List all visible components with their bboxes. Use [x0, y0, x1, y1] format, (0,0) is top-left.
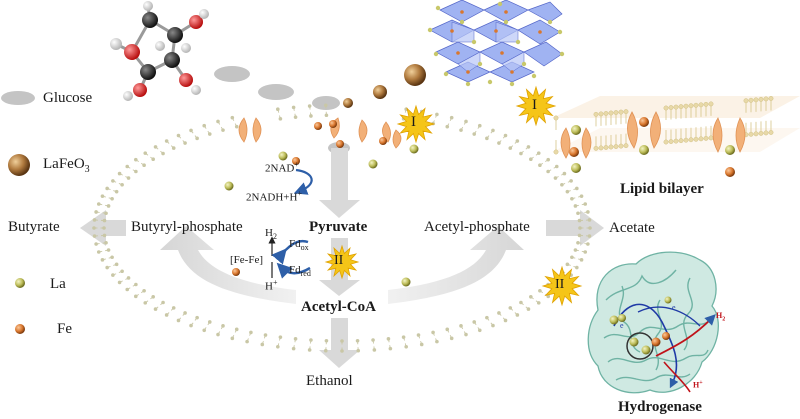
lafeo3-crystal-lattice [427, 0, 565, 87]
hydrogenase-enzyme-structure [587, 251, 719, 394]
legend-fe-label: Fe [57, 321, 72, 337]
starburst-marker-1-inset [515, 85, 557, 127]
la-legend-icon [15, 278, 25, 288]
hydrogenase-e-label-2: e [672, 303, 676, 312]
hydrogenase-title: Hydrogenase [618, 399, 702, 415]
glucose-molecule-icon [110, 1, 209, 101]
hydrogenase-h2-label: H2 [716, 311, 726, 323]
cell-membrane [92, 103, 592, 353]
marker-1-cell-label: I [411, 114, 416, 130]
pyruvate-label: Pyruvate [309, 219, 368, 235]
acetate-label: Acetate [609, 220, 655, 236]
legend-lafeo3-label: LaFeO3 [43, 156, 90, 175]
fe-fe-label: [Fe-Fe] [230, 254, 263, 266]
starburst-marker-2-cell [324, 244, 360, 280]
acetyl-phosphate-label: Acetyl-phosphate [424, 219, 530, 235]
bilayer-particles [569, 117, 735, 177]
fd-ox-label: Fdox [289, 238, 309, 253]
nad-label: 2NAD+ [265, 160, 299, 175]
glucose-legend-icon [1, 91, 35, 105]
glucose-particles [214, 66, 350, 154]
butyryl-phosphate-label: Butyryl-phosphate [131, 219, 243, 235]
hydrogenase-e-label-1: e [620, 321, 624, 330]
marker-1-inset-label: I [532, 97, 537, 113]
nadh-label: 2NADH+H+ [246, 189, 302, 204]
nad-reduction-arrow [293, 168, 313, 195]
acetyl-coa-label: Acetyl-CoA [301, 299, 376, 315]
fe-legend-icon [15, 324, 25, 334]
h-plus-label: H+ [265, 278, 278, 293]
hydrogenase-cycle [268, 236, 311, 279]
butyrate-label: Butyrate [8, 219, 60, 235]
legend-icons [1, 91, 35, 334]
lipid-bilayer-title: Lipid bilayer [620, 181, 704, 197]
intracellular-particles [224, 120, 419, 287]
lafeo3-particles [343, 64, 426, 108]
starburst-marker-2-inset [541, 265, 583, 307]
hydrogenase-h-plus-label: H+ [693, 380, 703, 390]
lafeo3-legend-icon [8, 154, 30, 176]
ethanol-label: Ethanol [306, 373, 353, 389]
bilayer-proteins [560, 111, 746, 159]
starburst-marker-1-cell [396, 104, 436, 144]
legend-la-label: La [50, 276, 66, 292]
fd-red-label: Fdred [289, 264, 311, 279]
marker-2-cell-label: II [334, 253, 344, 268]
h2-product-label: H2 [265, 227, 277, 242]
membrane-proteins [238, 117, 402, 149]
marker-2-inset-label: II [555, 277, 565, 292]
legend-glucose-label: Glucose [43, 90, 93, 106]
